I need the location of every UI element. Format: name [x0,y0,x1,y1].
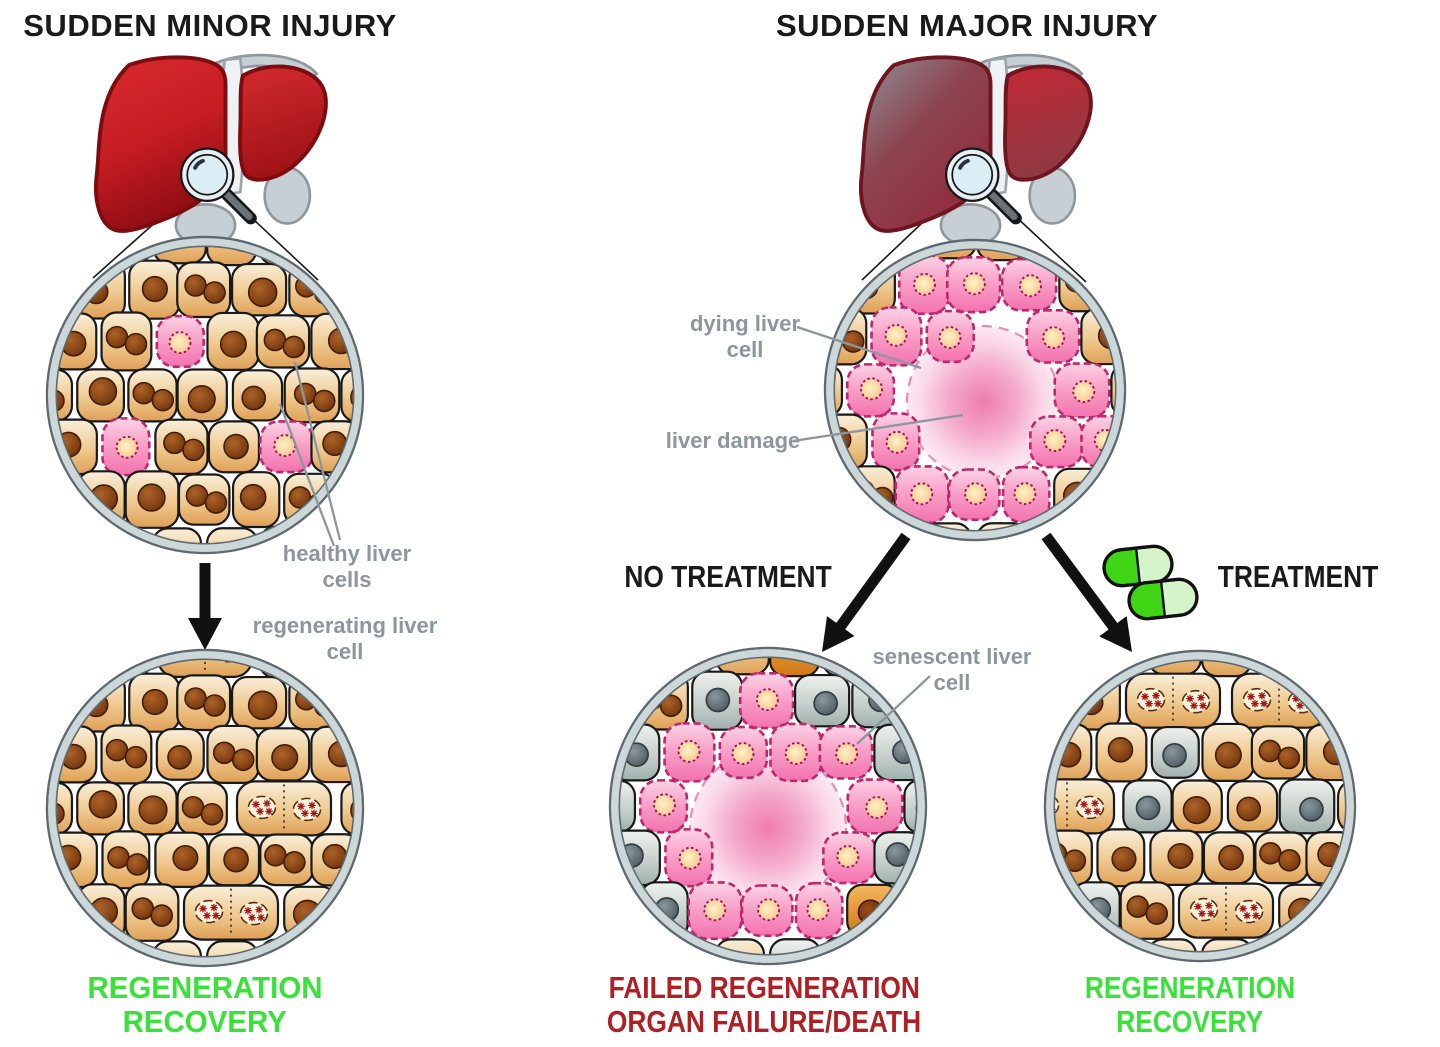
circle-ring-inner [55,245,355,545]
flow-arrow [822,532,911,652]
circle-ring-inner [55,658,355,958]
flow-arrow [1041,532,1132,652]
outcome-regeneration-recovery-right: REGENERATION RECOVERY [1084,970,1296,1039]
circle-ring-outer [45,235,365,555]
cell-view-regenerated-tissue [53,656,357,960]
circle-ring-outer [823,238,1127,542]
annotation-leader-line [293,361,342,541]
outcome-regeneration-recovery-left: REGENERATION RECOVERY [87,970,323,1039]
circle-ring [611,649,925,963]
label-treatment: TREATMENT [1217,559,1379,594]
annotation-leader-line [856,675,931,745]
liver-minor-injury-illustration [94,53,328,248]
circle-ring [48,238,362,552]
magnifier-icon [180,147,257,225]
annotation-leader-line [796,325,922,370]
circle-ring-outer [608,646,928,966]
circle-ring-inner [618,656,918,956]
title-sudden-major-injury: SUDDEN MAJOR INJURY [775,8,1159,43]
outcome-failed-regeneration: FAILED REGENERATION ORGAN FAILURE/DEATH [606,970,922,1039]
annotation-leader-line [278,403,336,547]
annotation-regenerating-liver-cell: regenerating liver cell [252,613,438,664]
circle-ring [48,651,362,965]
circle-ring [826,241,1124,539]
circle-ring-outer [1043,649,1357,963]
magnifier-icon [945,147,1022,225]
annotation-leader-line [792,413,964,443]
liver-right-lobe [238,64,328,182]
treatment-pills-icon [1102,544,1199,621]
annotation-healthy-liver-cells: healthy liver cells [282,541,412,592]
liver-major-injury-illustration [859,53,1093,248]
flow-arrow [188,563,222,650]
circle-ring [1046,652,1354,960]
annotation-dying-liver-cell: dying liver cell [689,311,801,362]
circle-ring-outer [45,648,365,968]
annotation-liver-damage: liver damage [665,428,801,453]
annotation-senescent-liver-cell: senescent liver cell [872,644,1032,695]
label-no-treatment: NO TREATMENT [624,559,832,594]
title-sudden-minor-injury: SUDDEN MINOR INJURY [23,8,397,43]
circle-ring-inner [833,248,1117,532]
cell-view-healthy-tissue [53,243,357,547]
circle-ring-inner [1053,659,1347,953]
liver-right-lobe [1003,64,1093,182]
